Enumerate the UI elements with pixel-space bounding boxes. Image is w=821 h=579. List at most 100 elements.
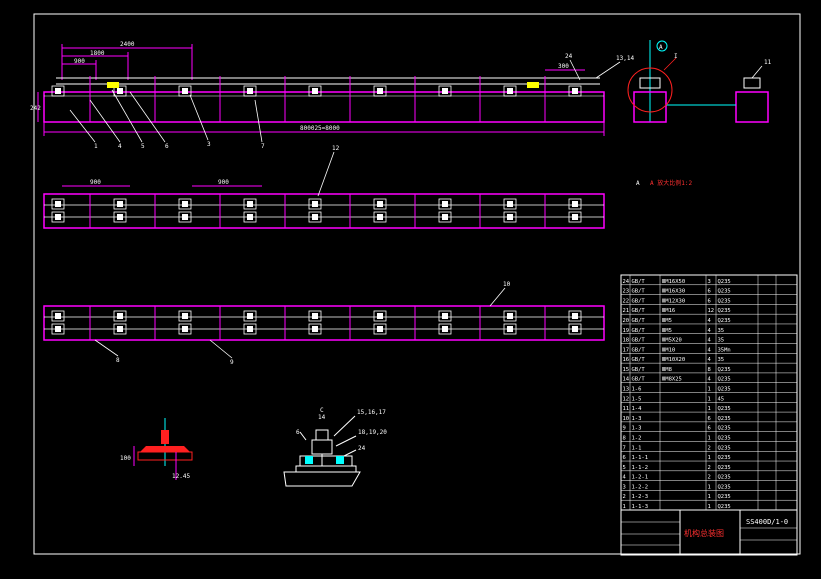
clamp-bolt	[117, 313, 123, 319]
tb-cell: 12	[708, 308, 715, 314]
clamp-bolt	[182, 201, 188, 207]
side-view	[627, 40, 769, 123]
clamp-bolt	[117, 326, 123, 332]
tb-cell: 35	[718, 338, 725, 344]
clamp-bolt	[312, 326, 318, 332]
elevation-view	[37, 44, 621, 143]
clamp-part	[243, 198, 257, 210]
tb-cell: 1-1-2	[632, 465, 649, 471]
labels: 2400 1800 900 300 800025=8000 242 900 90…	[30, 41, 788, 538]
tb-cell: Q235	[718, 387, 731, 393]
tb-cell: 1	[708, 406, 711, 412]
tb-cell: Q235	[718, 377, 731, 383]
clamp-bolt	[442, 214, 448, 220]
clamp-part	[113, 211, 127, 223]
tb-cell: GB/T	[632, 347, 646, 353]
callout-6: 6	[165, 143, 169, 150]
callout-10: 10	[503, 281, 511, 288]
tb-cell: 3	[623, 484, 626, 490]
tb-cell: Q235	[718, 494, 731, 500]
dim-height: 242	[30, 105, 41, 112]
tb-cell: 17	[623, 347, 630, 353]
clamp-part	[243, 85, 257, 97]
clamp-bolt	[377, 88, 383, 94]
clamp-part	[178, 85, 192, 97]
dim-300: 300	[558, 63, 569, 70]
callout-A-label: A	[636, 180, 640, 187]
clamp-part	[308, 198, 322, 210]
clamp-part	[51, 310, 65, 322]
tb-cell: Q235	[718, 426, 731, 432]
clamp-bolt	[117, 88, 123, 94]
clamp-part	[373, 198, 387, 210]
tb-cell: 4	[708, 347, 712, 353]
clamp-bolt	[117, 201, 123, 207]
clamp-part	[51, 211, 65, 223]
clamp-part	[308, 323, 322, 335]
clamp-bolt	[182, 88, 188, 94]
tb-cell: 6	[708, 289, 711, 295]
tb-cell: ⅢM5	[662, 328, 672, 334]
clamp-bolt	[442, 201, 448, 207]
tb-cell: ⅢM16	[662, 308, 676, 314]
callout-I: I	[674, 53, 678, 60]
tb-cell: Q235	[718, 455, 731, 461]
tb-cell: 3	[708, 279, 711, 285]
tb-cell: 1	[623, 504, 626, 510]
clamp-bolt	[377, 313, 383, 319]
dim-bottom-a: 100	[120, 455, 131, 462]
clamp-part	[568, 211, 582, 223]
tb-cell: 14	[623, 377, 630, 383]
tb-cell: 11	[623, 406, 630, 412]
tb-cell: Q235	[718, 298, 731, 304]
tb-cell: 1-3	[632, 426, 642, 432]
clamp-part	[373, 323, 387, 335]
clamp-bolt	[377, 201, 383, 207]
tb-cell: ⅢM16X50	[662, 279, 686, 285]
tb-cell: GB/T	[632, 357, 646, 363]
tb-cell: Q235	[718, 367, 731, 373]
clamp-bolt	[247, 201, 253, 207]
clamp-part	[373, 211, 387, 223]
clamp-part	[568, 310, 582, 322]
tb-cell: 1-4	[632, 406, 643, 412]
tb-cell: Q235	[718, 504, 731, 510]
clamp-part	[438, 198, 452, 210]
tb-cell: 1	[708, 435, 711, 441]
clamp-bolt	[442, 313, 448, 319]
clamp-part	[308, 211, 322, 223]
clamp-bolt	[247, 326, 253, 332]
tb-cell: 4	[708, 328, 712, 334]
clamp-bolt	[507, 88, 513, 94]
callout-11: 11	[764, 59, 772, 66]
tb-cell: ⅢM8X25	[662, 377, 682, 383]
tb-cell: 21	[623, 308, 630, 314]
clamp-part	[243, 211, 257, 223]
tb-cell: 6	[708, 298, 711, 304]
clamp-bolt	[182, 214, 188, 220]
callout-15-17: 15,16,17	[357, 409, 386, 416]
tb-cell: 2	[623, 494, 626, 500]
dim-bottom-b: 12.45	[172, 473, 190, 480]
clamp-bolt	[442, 88, 448, 94]
clamp-bolt	[182, 326, 188, 332]
tb-cell: 1	[708, 455, 711, 461]
tb-cell: 2	[708, 445, 711, 451]
tb-cell: 20	[623, 318, 630, 324]
clamp-part	[51, 85, 65, 97]
dim-900-b: 900	[218, 179, 229, 186]
clamp-part	[51, 198, 65, 210]
tb-cell: Q235	[718, 445, 731, 451]
clamp-part	[568, 323, 582, 335]
tb-cell: GB/T	[632, 289, 646, 295]
clamp-bolt	[55, 88, 61, 94]
clamp-part	[438, 323, 452, 335]
tb-cell: 1-1-1	[632, 455, 649, 461]
tb-cell: ⅢM8	[662, 367, 672, 373]
tb-cell: Q235	[718, 416, 731, 422]
tb-cell: 24	[623, 279, 630, 285]
tb-cell: 1-2	[632, 435, 642, 441]
detail-note: A 放大比例1:2	[650, 179, 692, 187]
clamp-bolt	[572, 88, 578, 94]
